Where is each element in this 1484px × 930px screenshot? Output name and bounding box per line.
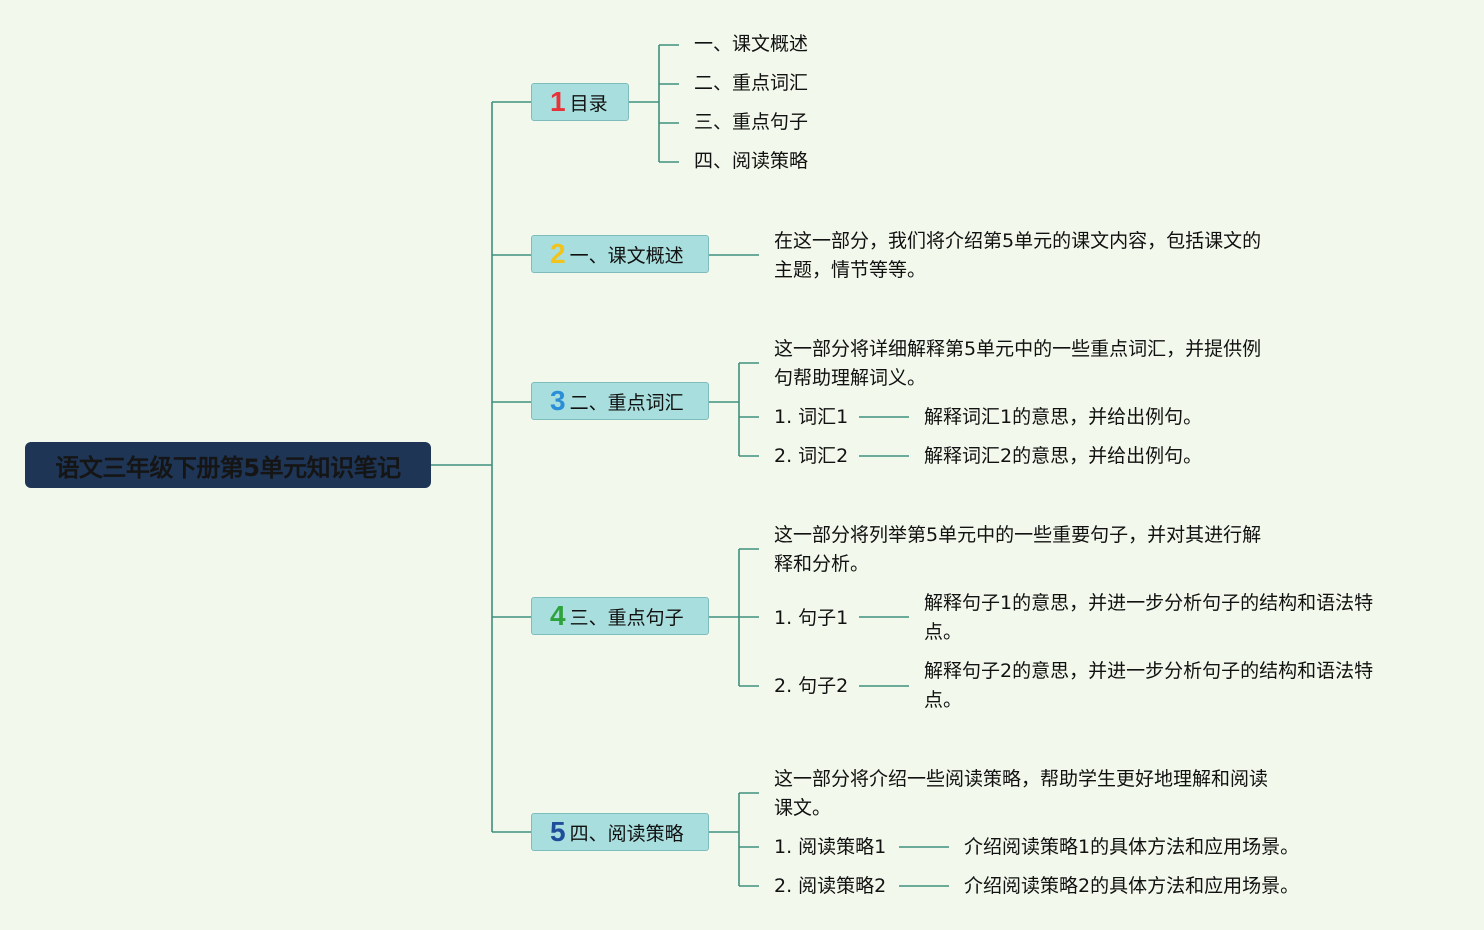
- branch-5-item-1-detail: 介绍阅读策略1的具体方法和应用场景。: [964, 836, 1300, 858]
- branch-node-1[interactable]: 1 目录: [531, 83, 629, 121]
- branch-5-item-2[interactable]: 2. 阅读策略2: [774, 875, 887, 897]
- branch-3-item-2[interactable]: 2. 词汇2: [774, 445, 849, 467]
- branch-3-item-1[interactable]: 1. 词汇1: [774, 406, 849, 428]
- branch-label-3: 二、重点词汇: [569, 391, 684, 414]
- branch-number-4: 4: [550, 600, 566, 631]
- branch-4-item-2-detail: 解释句子2的意思，并进一步分析句子的结构和语法特点。: [924, 660, 1374, 711]
- branch-3-description: 这一部分将详细解释第5单元中的一些重点词汇，并提供例句帮助理解词义。: [774, 338, 1262, 389]
- toc-item-2[interactable]: 二、重点词汇: [694, 72, 809, 94]
- branch-4-item-2[interactable]: 2. 句子2: [774, 675, 849, 697]
- branch-node-5[interactable]: 5 四、阅读策略: [531, 813, 709, 851]
- root-node[interactable]: 语文三年级下册第5单元知识笔记: [25, 442, 431, 488]
- branch-4-item-1[interactable]: 1. 句子1: [774, 607, 849, 629]
- branch-number-2: 2: [550, 238, 566, 269]
- branch-node-4[interactable]: 4 三、重点句子: [531, 597, 709, 635]
- branch-number-1: 1: [550, 86, 566, 117]
- branch-5-item-2-detail: 介绍阅读策略2的具体方法和应用场景。: [964, 875, 1300, 897]
- branch-4-description: 这一部分将列举第5单元中的一些重要句子，并对其进行解释和分析。: [774, 524, 1262, 575]
- toc-item-3[interactable]: 三、重点句子: [694, 111, 809, 133]
- branch-label-2: 一、课文概述: [569, 244, 684, 267]
- branch-5-item-1[interactable]: 1. 阅读策略1: [774, 836, 887, 858]
- branch-3-item-1-detail: 解释词汇1的意思，并给出例句。: [924, 406, 1203, 428]
- toc-item-1[interactable]: 一、课文概述: [694, 33, 809, 55]
- branch-number-3: 3: [550, 385, 566, 416]
- toc-item-4[interactable]: 四、阅读策略: [694, 150, 809, 172]
- branch-2-description: 在这一部分，我们将介绍第5单元的课文内容，包括课文的主题，情节等等。: [774, 230, 1262, 281]
- branch-4-item-1-detail: 解释句子1的意思，并进一步分析句子的结构和语法特点。: [924, 592, 1374, 643]
- branch-3-item-2-detail: 解释词汇2的意思，并给出例句。: [924, 445, 1203, 467]
- branch-label-1: 目录: [569, 92, 608, 115]
- branch-number-5: 5: [550, 816, 566, 847]
- branch-5-description: 这一部分将介绍一些阅读策略，帮助学生更好地理解和阅读课文。: [774, 768, 1269, 819]
- branch-label-4: 三、重点句子: [569, 606, 684, 629]
- branch-label-5: 四、阅读策略: [569, 822, 684, 845]
- branch-node-2[interactable]: 2 一、课文概述: [531, 235, 709, 273]
- branch-node-3[interactable]: 3 二、重点词汇: [531, 382, 709, 420]
- root-title: 语文三年级下册第5单元知识笔记: [55, 453, 401, 482]
